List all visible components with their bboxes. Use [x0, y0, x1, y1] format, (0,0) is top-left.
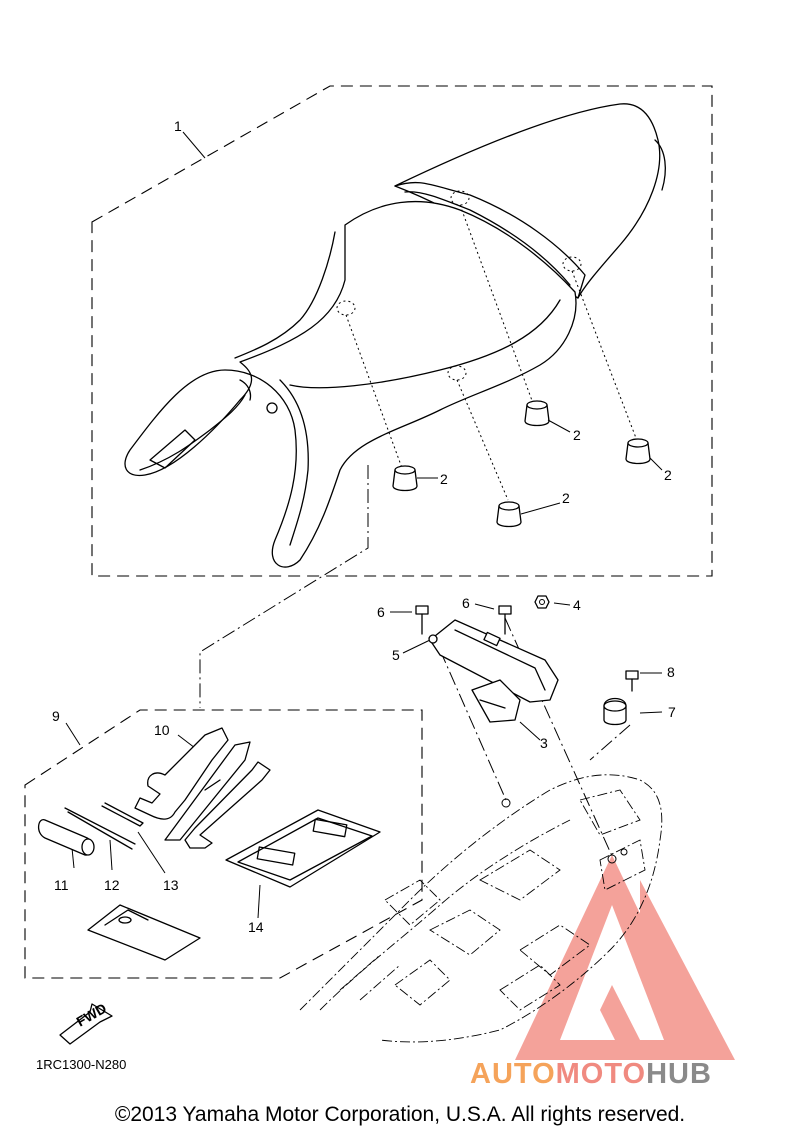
callout-14: 14 — [248, 919, 264, 935]
callout-2: 2 — [562, 490, 570, 506]
bolt-parts — [415, 595, 639, 726]
callout-11: 11 — [54, 877, 69, 893]
watermark-moto: MOTO — [555, 1058, 647, 1090]
callout-5: 5 — [392, 647, 400, 663]
seat-drawing — [124, 103, 666, 568]
callout-2: 2 — [440, 471, 448, 487]
callout-4: 4 — [573, 597, 581, 613]
callout-2: 2 — [664, 467, 672, 483]
callout-12: 12 — [104, 877, 120, 893]
watermark-hub: HUB — [646, 1058, 712, 1090]
tool-parts — [37, 727, 381, 961]
toolkit-group-outline — [24, 709, 423, 979]
seat-group-outline — [91, 85, 713, 577]
callout-7: 7 — [668, 704, 676, 720]
callout-2: 2 — [573, 427, 581, 443]
copyright-notice: ©2013 Yamaha Motor Corporation, U.S.A. A… — [114, 1103, 686, 1126]
callout-6: 6 — [377, 604, 385, 620]
leader-lines — [65, 131, 663, 919]
watermark-logo — [515, 855, 735, 1060]
seat-damper-parts — [392, 400, 651, 528]
callout-9: 9 — [52, 708, 60, 724]
callout-6: 6 — [462, 595, 470, 611]
forward-arrow-icon: FWD — [59, 1000, 113, 1045]
damper-guide-lines — [345, 204, 637, 501]
callout-labels: 1 2 2 2 2 3 4 5 6 6 7 8 9 10 11 12 13 14 — [52, 118, 676, 935]
rear-frame — [299, 774, 663, 1043]
callout-1: 1 — [174, 118, 182, 134]
watermark-text: AUTOMOTOHUB — [470, 1058, 712, 1091]
callout-3: 3 — [540, 735, 548, 751]
connector-lines — [199, 465, 631, 857]
callout-13: 13 — [163, 877, 179, 893]
callout-8: 8 — [667, 664, 675, 680]
watermark-auto: AUTO — [470, 1058, 556, 1090]
seat-lock-bracket — [428, 619, 559, 723]
callout-10: 10 — [154, 722, 170, 738]
reference-code: 1RC1300-N280 — [36, 1057, 127, 1072]
